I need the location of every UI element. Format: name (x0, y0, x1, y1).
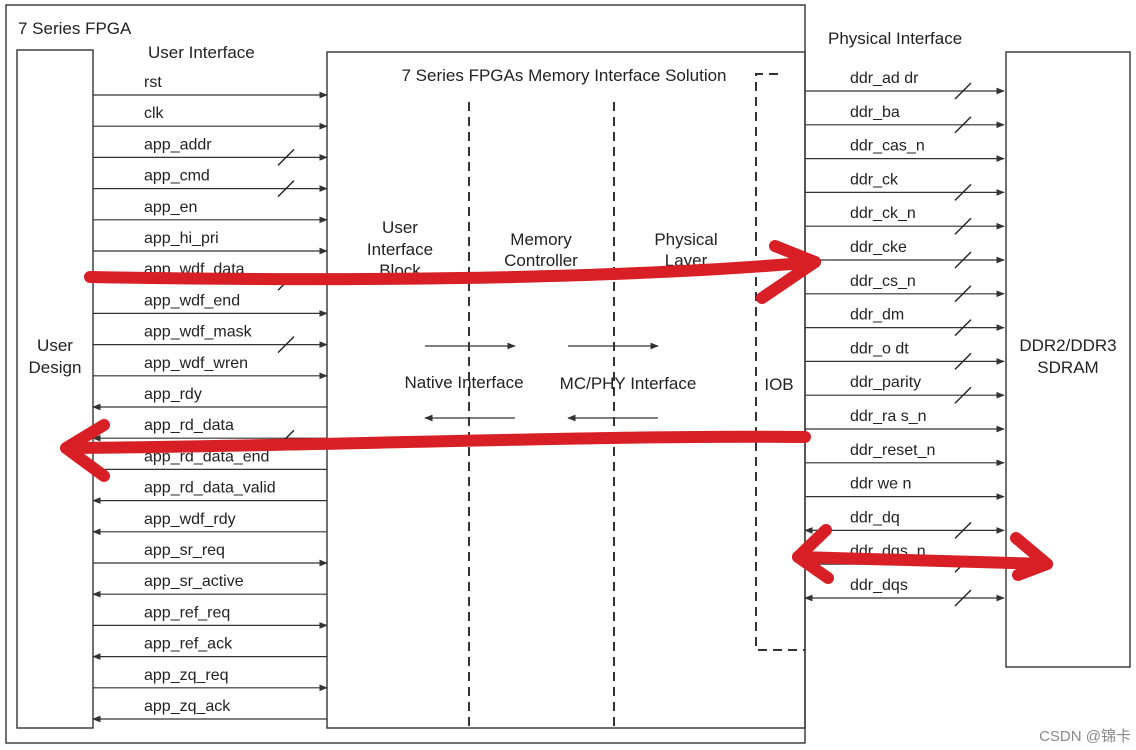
user-design-box (16, 49, 94, 729)
signal-label-app-rdy: app_rdy (144, 386, 202, 403)
bus-slash-ddr-ba (954, 116, 972, 134)
signal-label-ddr-dq: ddr_dq (850, 509, 900, 526)
uib-label-line1: User (382, 218, 418, 237)
user-design-label-line2: Design (29, 358, 82, 377)
signal-label-app-wdf-rdy: app_wdf_rdy (144, 511, 236, 528)
dq-red-arrowhead-left (792, 524, 834, 584)
dq-red-arrow (792, 551, 1053, 570)
sdram-box (1005, 51, 1131, 668)
signal-label-app-rd-data: app_rd_data (144, 417, 234, 434)
bus-slash-ddr-dm (954, 319, 972, 337)
bus-slash-ddr-ad-dr (954, 82, 972, 100)
bus-slash-ddr-dq (954, 521, 972, 539)
bus-slash-ddr-o-dt (954, 352, 972, 370)
bus-slash-app-cmd (277, 180, 295, 198)
signal-label-app-ref-req: app_ref_req (144, 604, 230, 621)
bus-slash-ddr-cs-n (954, 285, 972, 303)
signal-label-ddr-parity: ddr_parity (850, 374, 921, 391)
physical-interface-signals: ddr_ad dr ddr_ba ddr_cas_n ddr_ck ddr_ck_ndd… (804, 70, 1005, 607)
user-design-label-line1: User (37, 336, 73, 355)
signal-label-ddr-dqs: ddr_dqs (850, 577, 908, 594)
bus-slash-ddr-ck (954, 183, 972, 201)
uib-label-line2: Interface (367, 240, 433, 259)
signal-label-app-zq-ack: app_zq_ack (144, 698, 231, 715)
signal-label-ddr-cke: ddr_cke (850, 239, 907, 256)
watermark: CSDN @锦卡 (1039, 728, 1131, 745)
signal-label-ddr-ad-dr: ddr_ad dr (850, 70, 919, 87)
signal-label-app-sr-req: app_sr_req (144, 542, 225, 559)
write-data-red-arrowhead (756, 240, 821, 304)
signal-label-app-wdf-mask: app_wdf_mask (144, 324, 253, 341)
mc-label-line1: Memory (510, 230, 572, 249)
signal-label-ddr-ba: ddr_ba (850, 104, 900, 121)
mc-label-line2: Controller (504, 251, 578, 270)
signal-label-app-addr: app_addr (144, 136, 212, 153)
signal-label-ddr-ra-s-n: ddr_ra s_n (850, 408, 927, 425)
signal-label-ddr-ck-n: ddr_ck_n (850, 205, 916, 222)
signal-label-app-ref-ack: app_ref_ack (144, 636, 233, 653)
signal-label-ddr-reset-n: ddr_reset_n (850, 442, 935, 459)
sdram-label-line1: DDR2/DDR3 (1019, 336, 1116, 355)
read-data-red-arrow (62, 430, 811, 454)
signal-label-app-cmd: app_cmd (144, 168, 210, 185)
bus-slash-ddr-dqs (954, 589, 972, 607)
signal-label-ddr-cas-n: ddr_cas_n (850, 138, 925, 155)
signal-label-clk: clk (144, 105, 165, 122)
mcphy-interface-label: MC/PHY Interface (560, 374, 697, 393)
iob-label: IOB (764, 375, 793, 394)
iob-region (755, 73, 805, 651)
native-interface-label: Native Interface (404, 373, 523, 392)
signal-label-app-hi-pri: app_hi_pri (144, 230, 219, 247)
signal-label-app-rd-data-end: app_rd_data_end (144, 448, 269, 465)
solution-title: 7 Series FPGAs Memory Interface Solution (401, 66, 726, 85)
signal-label-ddr-we-n: ddr we n (850, 476, 911, 493)
signal-label-rst: rst (144, 74, 162, 91)
signal-label-app-zq-req: app_zq_req (144, 667, 229, 684)
bus-slash-ddr-cke (954, 251, 972, 269)
signal-label-ddr-o-dt: ddr_o dt (850, 340, 909, 357)
signal-label-ddr-cs-n: ddr_cs_n (850, 273, 916, 290)
signal-label-app-wdf-wren: app_wdf_wren (144, 355, 248, 372)
user-interface-signals: rst clk app_addr app_cmd app_en app_hi_priapp… (92, 74, 328, 723)
signal-label-app-sr-active: app_sr_active (144, 573, 244, 590)
signal-label-app-wdf-end: app_wdf_end (144, 292, 240, 309)
sdram-label-line2: SDRAM (1037, 358, 1098, 377)
signal-label-app-rd-data-valid: app_rd_data_valid (144, 480, 276, 497)
bus-slash-app-addr (277, 148, 295, 166)
write-data-red-arrow (84, 256, 821, 286)
signal-label-ddr-dm: ddr_dm (850, 307, 904, 324)
red-annotations (60, 240, 1053, 584)
physical-interface-label: Physical Interface (828, 29, 962, 48)
signal-label-ddr-ck: ddr_ck (850, 171, 899, 188)
signal-label-app-en: app_en (144, 199, 197, 216)
bus-slash-ddr-ck-n (954, 217, 972, 235)
bus-slash-ddr-parity (954, 386, 972, 404)
phy-label-line1: Physical (654, 230, 717, 249)
dq-red-arrowhead-right (1010, 532, 1053, 581)
bus-slash-app-wdf-mask (277, 336, 295, 354)
user-interface-label: User Interface (148, 43, 255, 62)
memory-interface-solution-box (326, 51, 806, 729)
read-data-red-arrowhead (60, 419, 110, 482)
fpga-label: 7 Series FPGA (18, 19, 132, 38)
